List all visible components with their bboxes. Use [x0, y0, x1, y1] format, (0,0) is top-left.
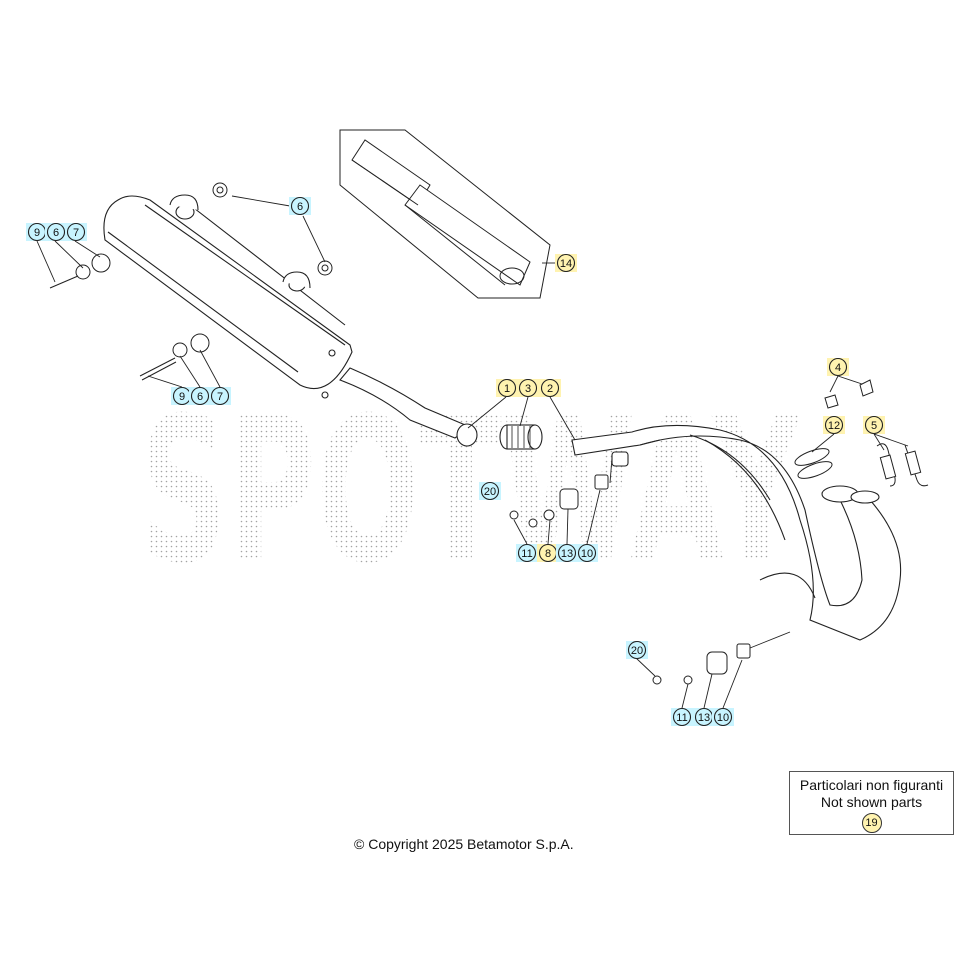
callout-label: 12 — [828, 420, 840, 432]
callout-label: 11 — [676, 712, 687, 724]
legend-part-badge[interactable]: 19 — [861, 813, 882, 833]
callout-8[interactable]: 8 — [537, 543, 559, 563]
callout-2[interactable]: 2 — [539, 378, 561, 398]
callout-label: 13 — [698, 712, 710, 724]
legend-line-italian: Particolari non figuranti — [799, 777, 944, 793]
callout-7[interactable]: 7 — [209, 386, 231, 406]
callout-4[interactable]: 4 — [827, 357, 849, 377]
callout-6[interactable]: 6 — [45, 222, 67, 242]
callout-7[interactable]: 7 — [65, 222, 87, 242]
callout-label: 9 — [179, 391, 185, 403]
callout-10[interactable]: 10 — [712, 707, 734, 727]
callout-20[interactable]: 20 — [626, 640, 648, 660]
callout-label: 10 — [717, 712, 729, 724]
callout-label: 2 — [547, 383, 553, 395]
callout-11[interactable]: 11 — [671, 707, 693, 727]
coupler-spring — [499, 424, 543, 450]
callout-10[interactable]: 10 — [576, 543, 598, 563]
callout-11[interactable]: 11 — [516, 543, 538, 563]
callout-6[interactable]: 6 — [189, 386, 211, 406]
callout-13[interactable]: 13 — [556, 543, 578, 563]
callout-label: 14 — [560, 258, 572, 270]
hardware — [49, 182, 751, 685]
callout-label: 7 — [73, 227, 79, 239]
not-shown-parts-legend: Particolari non figuranti Not shown part… — [789, 771, 954, 835]
callout-label: 6 — [297, 201, 303, 213]
callout-label: 1 — [504, 383, 510, 395]
callout-14[interactable]: 14 — [555, 253, 577, 273]
callout-label: 6 — [197, 391, 203, 403]
callout-3[interactable]: 3 — [517, 378, 539, 398]
callout-label: 11 — [521, 548, 532, 560]
callout-label: 13 — [561, 548, 573, 560]
callout-label: 7 — [217, 391, 223, 403]
expansion-chamber — [571, 424, 902, 641]
callout-13[interactable]: 13 — [693, 707, 715, 727]
silencer-packing-box — [339, 129, 551, 299]
callout-label: 8 — [545, 548, 551, 560]
leader-lines — [36, 195, 909, 709]
callout-label: 20 — [631, 645, 643, 657]
callout-12[interactable]: 12 — [823, 415, 845, 435]
legend-line-english: Not shown parts — [820, 794, 923, 810]
callout-label: 20 — [484, 486, 496, 498]
callout-9[interactable]: 9 — [26, 222, 48, 242]
watermark: SPOTWAY — [140, 375, 801, 608]
callout-label: 9 — [34, 227, 40, 239]
callout-5[interactable]: 5 — [863, 415, 885, 435]
callout-label: 4 — [835, 362, 841, 374]
callout-label: 5 — [871, 420, 877, 432]
callout-label: 10 — [581, 548, 593, 560]
callout-6[interactable]: 6 — [289, 196, 311, 216]
callout-1[interactable]: 1 — [496, 378, 518, 398]
springs-and-orings — [794, 379, 929, 487]
copyright-notice: © Copyright 2025 Betamotor S.p.A. — [354, 836, 574, 852]
callout-label: 6 — [53, 227, 59, 239]
callout-label: 3 — [525, 383, 531, 395]
link-pipe — [339, 367, 478, 447]
silencer — [103, 194, 353, 399]
callout-20[interactable]: 20 — [479, 481, 501, 501]
